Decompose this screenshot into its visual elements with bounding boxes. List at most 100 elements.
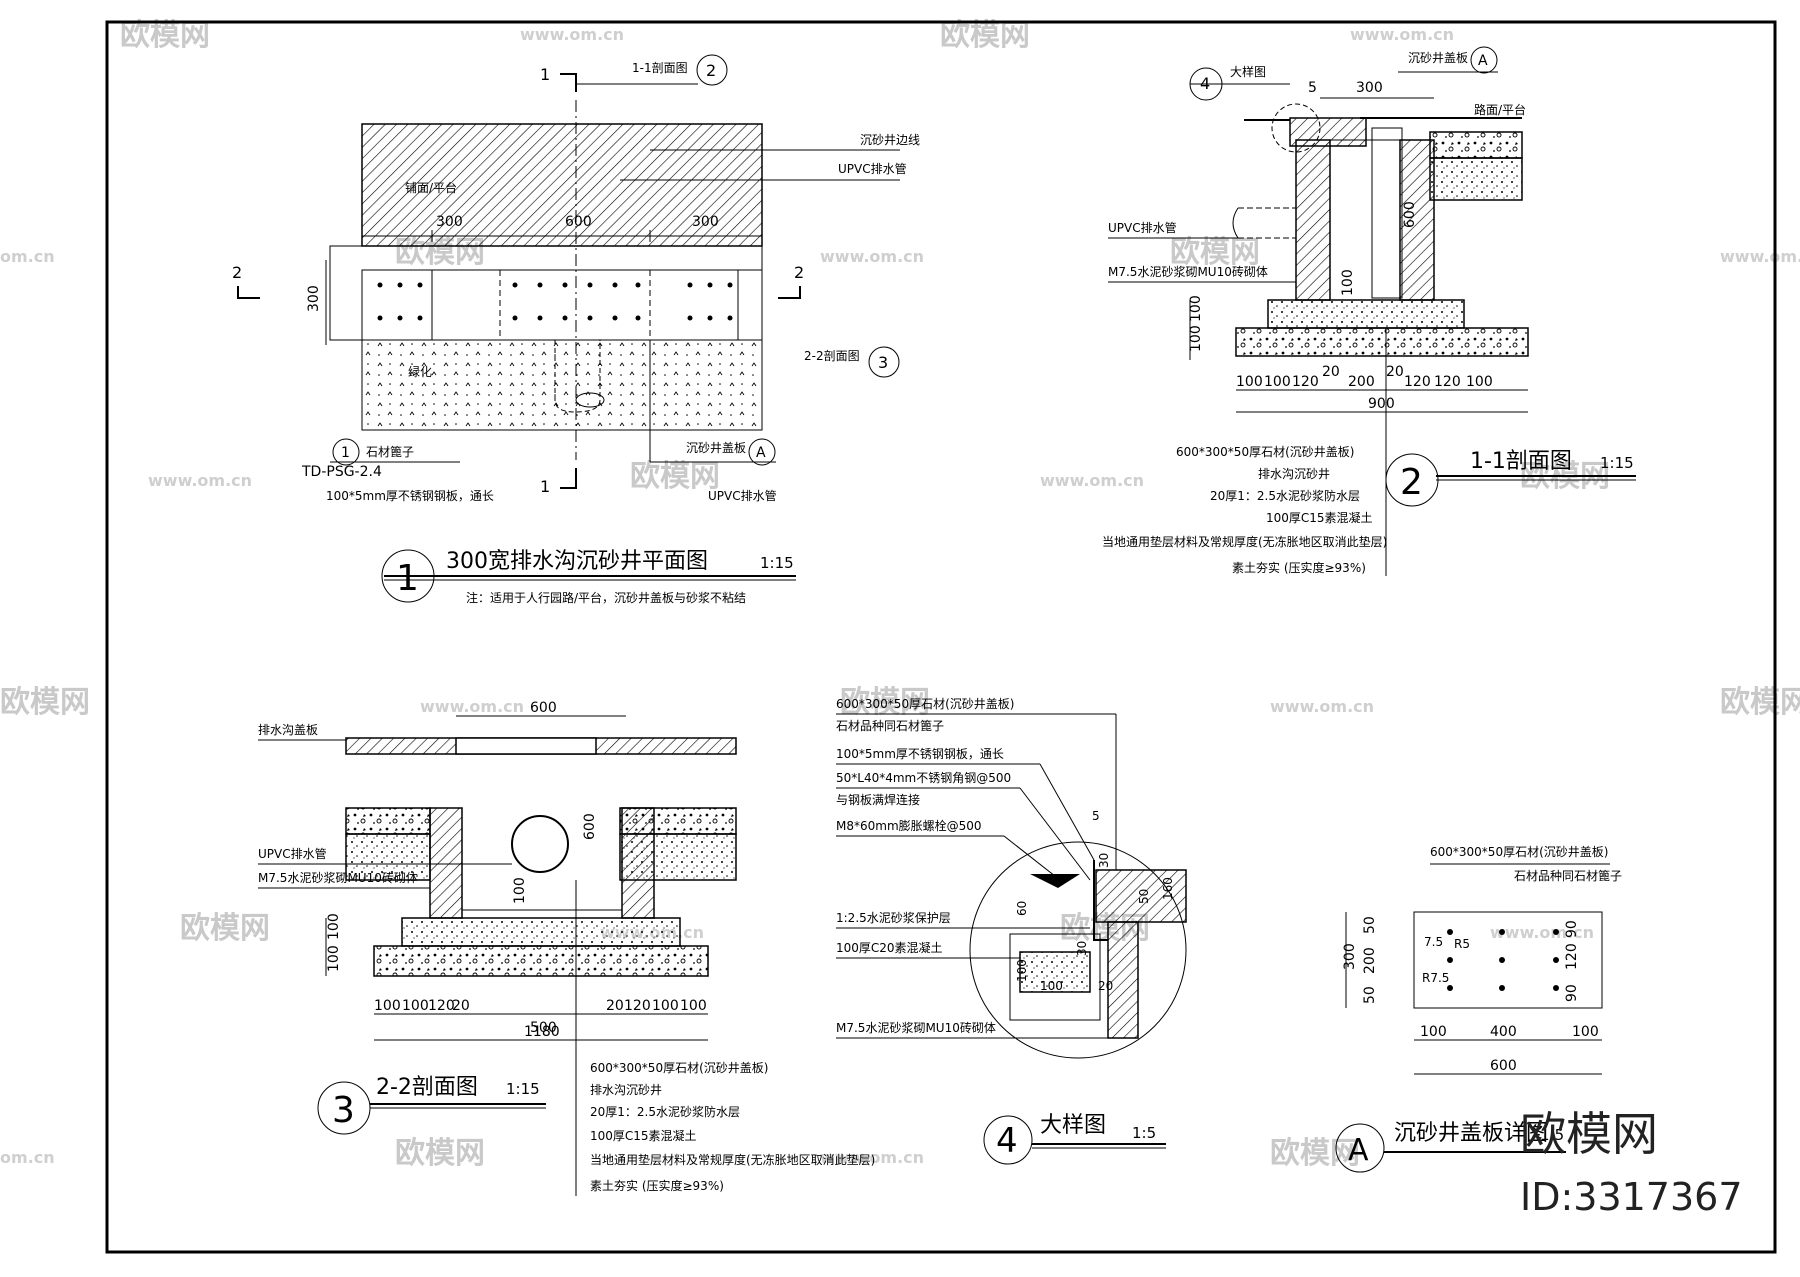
sec22-notes: 600*300*50厚石材(沉砂井盖板) 排水沟沉砂井 20厚1：2.5水泥砂浆…: [590, 1061, 875, 1193]
sec22-dim-100-b: 100: [326, 945, 342, 972]
svg-text:排水沟沉砂井: 排水沟沉砂井: [1258, 467, 1330, 481]
plan-callout-sand-well-edge: 沉砂井边线: [860, 133, 920, 147]
watermark-brand: 欧模网: [180, 911, 270, 946]
plan-callout-section-2-2: 2-2剖面图: [804, 349, 860, 363]
plan-title-number: 1: [396, 558, 419, 599]
detail-title-scale: 1:5: [1132, 1124, 1156, 1142]
svg-text:5: 5: [1092, 809, 1100, 823]
plan-callout-curb-ref: 1: [341, 445, 350, 461]
sec11-notes: 600*300*50厚石材(沉砂井盖板) 排水沟沉砂井 20厚1：2.5水泥砂浆…: [1102, 445, 1387, 575]
sec22-dim-100-inner: 100: [512, 877, 528, 904]
cover-dim-50a: 50: [1362, 916, 1378, 934]
sec22-masonry: M7.5水泥砂浆砌MU10砖砌体: [258, 870, 418, 885]
watermark-layer: 欧模网 www.om.cn 欧模网 www.om.cn om.cn 欧模网 ww…: [0, 18, 1800, 1171]
detail-title-bubble: [983, 1115, 1033, 1165]
svg-text:排水沟沉砂井: 排水沟沉砂井: [590, 1083, 662, 1097]
cover-title: 沉砂井盖板详图: [1394, 1121, 1548, 1146]
svg-text:20厚1：2.5水泥砂浆防水层: 20厚1：2.5水泥砂浆防水层: [1210, 488, 1360, 503]
watermark-url: www.om.cn: [1720, 247, 1800, 266]
sec11-dim-100-a: 100: [1188, 295, 1204, 322]
section-mark-1-top: 1: [540, 65, 550, 84]
sec11-dim-300: 300: [1356, 80, 1383, 96]
sec22-title-number: 3: [332, 1090, 355, 1131]
watermark-url: om.cn: [0, 247, 55, 266]
plan-callout-paving: 铺面/平台: [405, 180, 457, 195]
sec11-dim-100-inner: 100: [1340, 269, 1356, 296]
plan-callout-cover-ref: A: [756, 445, 766, 461]
cover-offset: 7.5: [1424, 935, 1443, 949]
section-2-2: 600 排水沟盖板 UPVC排水管 M7.5水泥砂浆砌MU10砖砌体 600 1…: [258, 700, 875, 1196]
cover-dim-400: 400: [1490, 1024, 1517, 1040]
watermark-url: www.om.cn: [148, 471, 252, 490]
cover-plate-holes: [1447, 929, 1559, 991]
svg-text:20: 20: [1386, 364, 1404, 380]
sec22-dim-600v: 600: [582, 813, 598, 840]
svg-text:100: 100: [680, 998, 707, 1014]
cover-dim-100b: 100: [1572, 1024, 1599, 1040]
svg-text:20: 20: [606, 998, 624, 1014]
watermark-brand: 欧模网: [1720, 685, 1800, 720]
watermark-url: www.om.cn: [820, 247, 924, 266]
svg-text:100: 100: [652, 998, 679, 1014]
svg-text:M8*60mm膨胀螺栓@500: M8*60mm膨胀螺栓@500: [836, 818, 982, 833]
svg-text:120: 120: [428, 998, 455, 1014]
plan-dim-600: 600: [565, 214, 592, 230]
svg-text:600*300*50厚石材(沉砂井盖板): 600*300*50厚石材(沉砂井盖板): [590, 1061, 768, 1075]
sec22-total: 1180: [524, 1024, 560, 1040]
sec22-upvc: UPVC排水管: [258, 846, 327, 861]
svg-text:50*L40*4mm不锈钢角钢@500: 50*L40*4mm不锈钢角钢@500: [836, 771, 1011, 785]
plan-callout-curb-code: TD-PSG-2.4: [301, 464, 382, 480]
cover-title-scale: 1:5: [1540, 1126, 1564, 1144]
watermark-url: www.om.cn: [1350, 25, 1454, 44]
detail-dims: 5 30 50 160 60 30 100 100 20: [1015, 809, 1175, 993]
grate-holes: [377, 282, 733, 321]
cover-dim-200: 200: [1362, 947, 1378, 974]
plan-callout-greenery: 绿化: [408, 364, 432, 379]
svg-text:200: 200: [1348, 374, 1375, 390]
plan-title: 300宽排水沟沉砂井平面图: [446, 549, 708, 574]
plan-dim-300h: 300: [306, 285, 322, 312]
svg-text:素土夯实 (压实度≥93%): 素土夯实 (压实度≥93%): [1232, 560, 1366, 575]
svg-text:100: 100: [1236, 374, 1263, 390]
sec22-dim-100-a: 100: [326, 913, 342, 940]
cover-dim-90b: 90: [1564, 984, 1580, 1002]
concrete-base: [1267, 299, 1465, 329]
plan-callout-section-1-1-ref: 2: [706, 61, 716, 80]
svg-text:当地通用垫层材料及常规厚度(无冻胀地区取消此垫层): 当地通用垫层材料及常规厚度(无冻胀地区取消此垫层): [590, 1152, 875, 1167]
plan-callout-section-1-1: 1-1剖面图: [632, 61, 688, 75]
watermark-brand: 欧模网: [1170, 235, 1260, 270]
sec22-bottom-dims: 100 100 120 20 500 20 120 100 100 1180: [374, 998, 708, 1041]
svg-text:20: 20: [1098, 979, 1113, 993]
svg-text:100*5mm厚不锈钢钢板，通长: 100*5mm厚不锈钢钢板，通长: [836, 747, 1004, 761]
sec11-masonry: M7.5水泥砂浆砌MU10砖砌体: [1108, 264, 1268, 279]
drawing-frame: [105, 20, 1777, 1254]
svg-text:石材品种同石材篦子: 石材品种同石材篦子: [836, 718, 944, 733]
detail-title: 大样图: [1040, 1113, 1106, 1138]
svg-text:160: 160: [1161, 877, 1175, 900]
section-mark-2-right: 2: [794, 263, 804, 282]
watermark-url: www.om.cn: [420, 697, 524, 716]
cover-plate-view: 600*300*50厚石材(沉砂井盖板) 石材品种同石材篦子 7.5 R5 R7…: [1335, 845, 1622, 1173]
cover-dim-300: 300: [1342, 943, 1358, 970]
sec11-detail-label: 大样图: [1230, 64, 1266, 79]
sec11-cover-label: 沉砂井盖板: [1408, 51, 1468, 65]
svg-text:20: 20: [452, 998, 470, 1014]
detail-title-number: 4: [996, 1121, 1018, 1161]
plan-dim-300b: 300: [692, 214, 719, 230]
sec11-title: 1-1剖面图: [1470, 449, 1572, 474]
sec11-dim-5: 5: [1308, 80, 1317, 96]
cover-dim-100a: 100: [1420, 1024, 1447, 1040]
wall-left: [1295, 139, 1331, 301]
sec11-title-scale: 1:15: [1600, 454, 1634, 472]
section-mark-2-left: 2: [232, 263, 242, 282]
plan-callout-upvc-top: UPVC排水管: [838, 161, 907, 176]
sec11-total: 900: [1368, 396, 1395, 412]
sec22-title-scale: 1:15: [506, 1080, 540, 1098]
svg-text:M7.5水泥砂浆砌MU10砖砌体: M7.5水泥砂浆砌MU10砖砌体: [836, 1020, 996, 1035]
sec11-dim-100-b: 100: [1188, 325, 1204, 352]
watermark-url: www.om.cn: [1040, 471, 1144, 490]
sec11-cover-ref: A: [1478, 53, 1488, 69]
cover-label: 600*300*50厚石材(沉砂井盖板): [1430, 845, 1608, 859]
cushion-layer: [1235, 327, 1529, 357]
svg-text:50: 50: [1137, 889, 1151, 904]
